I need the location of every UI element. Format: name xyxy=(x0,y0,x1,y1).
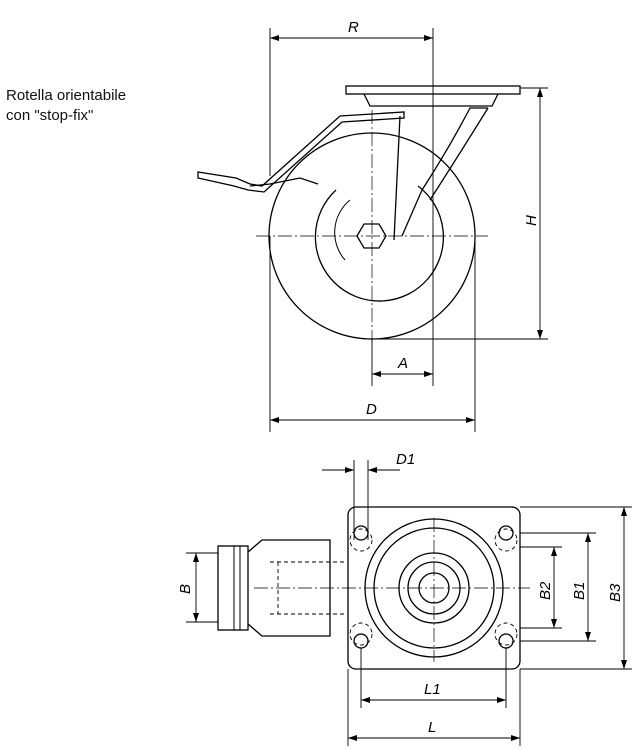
dimension-h-label: H xyxy=(523,215,540,226)
dimension-b2-label: B2 xyxy=(537,581,554,600)
dimension-d-label: D xyxy=(366,401,377,418)
dimension-d1-label: D1 xyxy=(396,451,415,468)
axle-nut xyxy=(356,223,387,249)
dimension-r-label: R xyxy=(348,19,359,36)
bolt-holes xyxy=(349,525,518,649)
bolt-hole-top-right xyxy=(498,525,514,541)
brake-lever xyxy=(249,177,319,187)
dimension-a-label: A xyxy=(397,355,408,372)
swivel-housing xyxy=(363,93,499,107)
top-view: D1 B B2 B1 B3 L1 L xyxy=(177,451,632,746)
dimension-l-label: L xyxy=(428,719,436,736)
bolt-slot-top-left xyxy=(349,528,373,552)
pedal-top xyxy=(217,545,249,631)
dimension-b3-label: B3 xyxy=(607,583,624,602)
dimension-b1-label: B1 xyxy=(571,582,588,600)
caption: Rotella orientabile con "stop-fix" xyxy=(6,86,126,126)
side-view: R H A D xyxy=(197,19,548,432)
fork-arm-outer xyxy=(429,107,489,201)
dimension-b-label: B xyxy=(177,584,194,594)
bolt-hole-bottom-left xyxy=(353,633,369,649)
bolt-hole-bottom-right xyxy=(498,633,514,649)
wheel-hub-outline xyxy=(314,185,445,302)
fork-inner xyxy=(393,115,401,241)
caption-line-2: con "stop-fix" xyxy=(6,107,94,124)
bolt-hole-top-left xyxy=(353,525,369,541)
bolt-slot-top-right xyxy=(494,528,518,552)
bolt-slot-bottom-right xyxy=(494,622,518,646)
dimension-l1-label: L1 xyxy=(424,681,441,698)
fork-arm xyxy=(401,107,488,237)
bolt-slot-bottom-left xyxy=(349,622,373,646)
hub-arc xyxy=(334,199,351,261)
brake-pedal xyxy=(197,111,405,193)
caption-line-1: Rotella orientabile xyxy=(6,87,127,104)
